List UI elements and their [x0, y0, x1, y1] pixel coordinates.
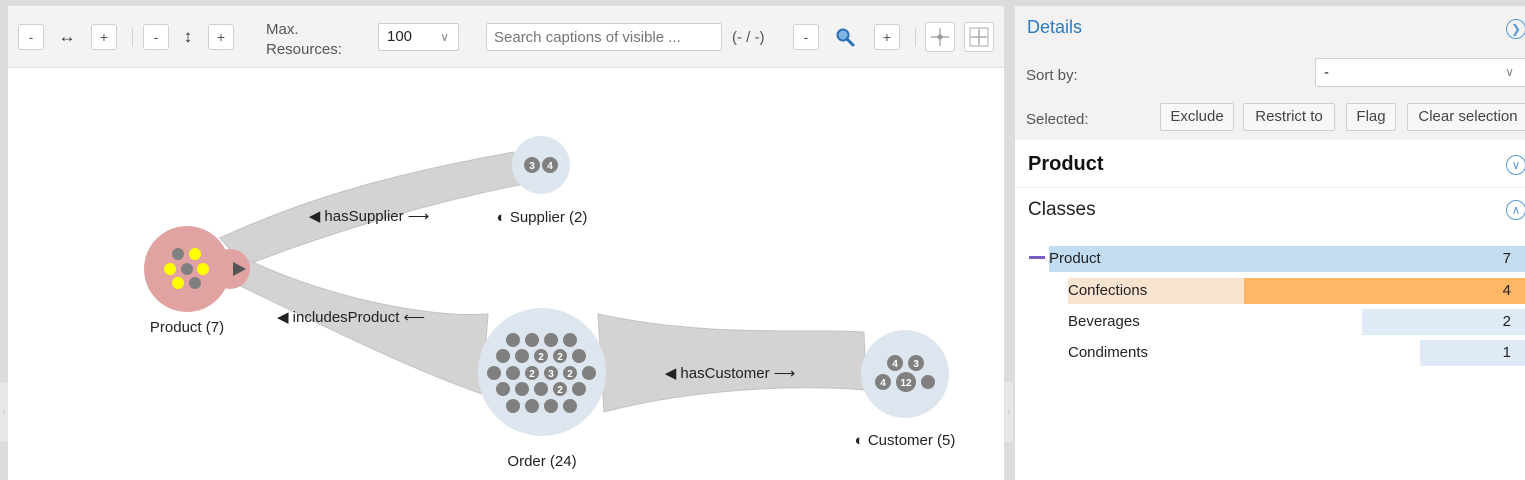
product-section-title: Product	[1028, 153, 1104, 175]
node-label-product: Product (7)	[150, 319, 224, 336]
supplier-badge: 3	[529, 161, 535, 172]
customer-badge: 12	[900, 378, 912, 389]
product-node[interactable]	[144, 226, 250, 312]
customer-badge: 3	[913, 359, 919, 370]
pane-splitter-handle[interactable]: ›	[1005, 382, 1013, 442]
order-badge: 2	[557, 385, 563, 396]
collapse-tree-icon[interactable]	[1029, 256, 1045, 259]
graph-canvas[interactable]: Product (7) 3 4 ◐ Supplier (2) 2 2 2 3 2	[8, 68, 1004, 480]
zoom-out-button[interactable]: -	[793, 24, 819, 50]
max-resources-label-line1: Max.	[266, 21, 299, 38]
increase-width-button[interactable]: +	[91, 24, 117, 50]
order-badge: 3	[548, 369, 554, 380]
center-graph-button[interactable]	[925, 22, 955, 52]
max-resources-label: Max. Resources:	[266, 20, 342, 60]
search-match-count: (- / -)	[732, 29, 765, 46]
facet-row-product[interactable]: Product 7	[1015, 246, 1525, 272]
facet-bar	[1420, 340, 1525, 366]
sort-by-label: Sort by:	[1026, 67, 1078, 84]
chevron-down-icon: ∨	[1505, 65, 1514, 79]
order-badge: 2	[538, 352, 544, 363]
order-node[interactable]: 2 2 2 3 2 2	[478, 308, 606, 436]
facet-bar	[1362, 309, 1525, 335]
sort-by-select[interactable]: - ∨	[1315, 58, 1525, 87]
order-badge: 2	[529, 369, 535, 380]
facet-count: 2	[1502, 313, 1511, 330]
zoom-search-icon[interactable]	[834, 26, 856, 48]
node-label-customer: ◐ Customer (5)	[855, 432, 956, 449]
toolbar-divider	[915, 28, 916, 46]
facet-label: Confections	[1068, 282, 1148, 299]
edge-label-includes-product[interactable]: ◀ includesProduct ⟵	[277, 309, 425, 326]
max-resources-label-line2: Resources:	[266, 41, 342, 58]
clear-selection-button[interactable]: Clear selection	[1407, 103, 1525, 131]
facet-row-confections[interactable]: Confections 4	[1015, 278, 1525, 304]
details-title: Details	[1027, 17, 1083, 37]
chevron-down-icon: ∨	[440, 30, 449, 44]
edge-includes-product[interactable]	[227, 257, 489, 395]
facet-row-condiments[interactable]: Condiments 1	[1015, 340, 1525, 366]
node-label-supplier: ◐ Supplier (2)	[497, 209, 588, 226]
graph-toolbar: - ↔ + - ↕ + Max. Resources: 100 ∨ (- / -…	[8, 6, 1004, 68]
customer-badge: 4	[880, 378, 886, 389]
edge-label-has-supplier[interactable]: ◀ hasSupplier ⟶	[309, 208, 430, 225]
facet-count: 1	[1502, 344, 1511, 361]
restrict-to-button[interactable]: Restrict to	[1243, 103, 1335, 131]
supplier-badge: 4	[547, 161, 553, 172]
exclude-button[interactable]: Exclude	[1160, 103, 1234, 131]
facet-bar	[1049, 246, 1525, 272]
toolbar-divider	[132, 28, 133, 46]
vertical-spacing-icon: ↕	[183, 27, 193, 46]
flag-button[interactable]: Flag	[1346, 103, 1396, 131]
zoom-in-button[interactable]: +	[874, 24, 900, 50]
graph-pane: - ↔ + - ↕ + Max. Resources: 100 ∨ (- / -…	[8, 6, 1004, 480]
left-collapse-handle[interactable]: ‹	[0, 382, 8, 442]
facet-label: Beverages	[1068, 313, 1140, 330]
details-pane: Details ❯ Sort by: - ∨ Selected: Exclude…	[1015, 6, 1525, 480]
supplier-node[interactable]: 3 4	[512, 136, 570, 194]
classes-section-title: Classes	[1028, 199, 1096, 220]
play-arrow-icon	[233, 262, 246, 276]
horizontal-spacing-icon: ↔	[58, 27, 76, 46]
classes-section-header[interactable]	[1015, 188, 1525, 234]
selected-label: Selected:	[1026, 111, 1089, 128]
decrease-width-button[interactable]: -	[18, 24, 44, 50]
max-resources-value: 100	[387, 28, 413, 45]
facet-label: Product	[1049, 250, 1101, 267]
edge-label-has-customer[interactable]: ◀ hasCustomer ⟶	[665, 365, 796, 382]
node-label-order: Order (24)	[507, 453, 576, 470]
order-badge: 2	[557, 352, 563, 363]
customer-node[interactable]: 4 3 4 12	[861, 330, 949, 418]
increase-height-button[interactable]: +	[208, 24, 234, 50]
expand-node-handle[interactable]	[210, 249, 250, 289]
crosshair-icon	[931, 28, 949, 46]
expand-chevron-icon[interactable]: ∨	[1506, 155, 1525, 175]
fit-view-icon	[969, 27, 989, 47]
details-header: Details ❯ Sort by: - ∨ Selected: Exclude…	[1015, 6, 1525, 140]
facet-count: 7	[1502, 250, 1511, 267]
sort-by-value: -	[1324, 64, 1329, 81]
order-badge: 2	[567, 369, 573, 380]
fit-to-view-button[interactable]	[964, 22, 994, 52]
facet-label: Condiments	[1068, 344, 1149, 361]
facet-count: 4	[1502, 282, 1511, 299]
edge-has-customer[interactable]	[597, 313, 867, 413]
facet-bar	[1244, 278, 1525, 304]
facet-row-beverages[interactable]: Beverages 2	[1015, 309, 1525, 335]
details-toggle-icon[interactable]: ❯	[1506, 19, 1525, 39]
collapse-chevron-icon[interactable]: ∧	[1506, 200, 1525, 220]
product-section-header[interactable]	[1015, 140, 1525, 188]
max-resources-select[interactable]: 100 ∨	[378, 23, 459, 51]
customer-badge: 4	[892, 359, 898, 370]
decrease-height-button[interactable]: -	[143, 24, 169, 50]
caption-search-input[interactable]	[486, 23, 722, 51]
